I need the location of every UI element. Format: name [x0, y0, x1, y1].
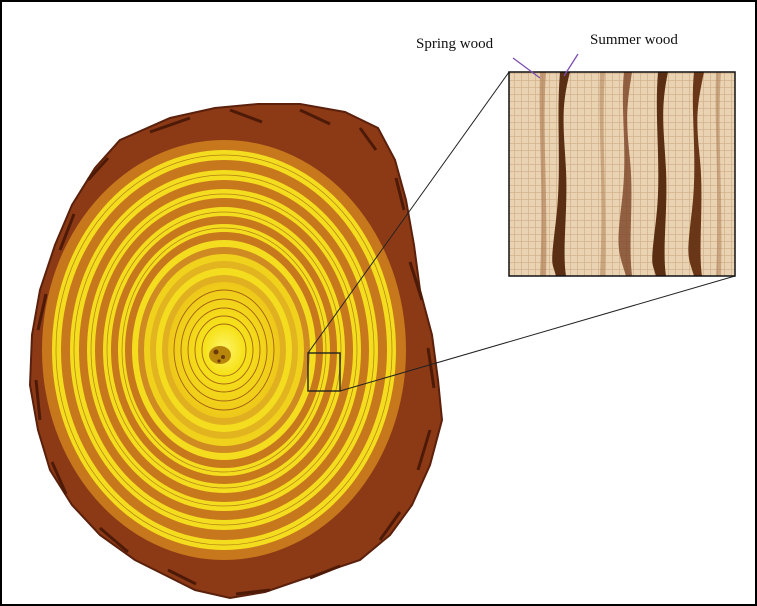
- wood-cross-section: [42, 140, 406, 560]
- pith: [209, 346, 231, 364]
- magnified-wood-inset: [509, 72, 735, 276]
- spring-wood-label: Spring wood: [416, 36, 493, 53]
- summer-wood-label: Summer wood: [590, 32, 678, 49]
